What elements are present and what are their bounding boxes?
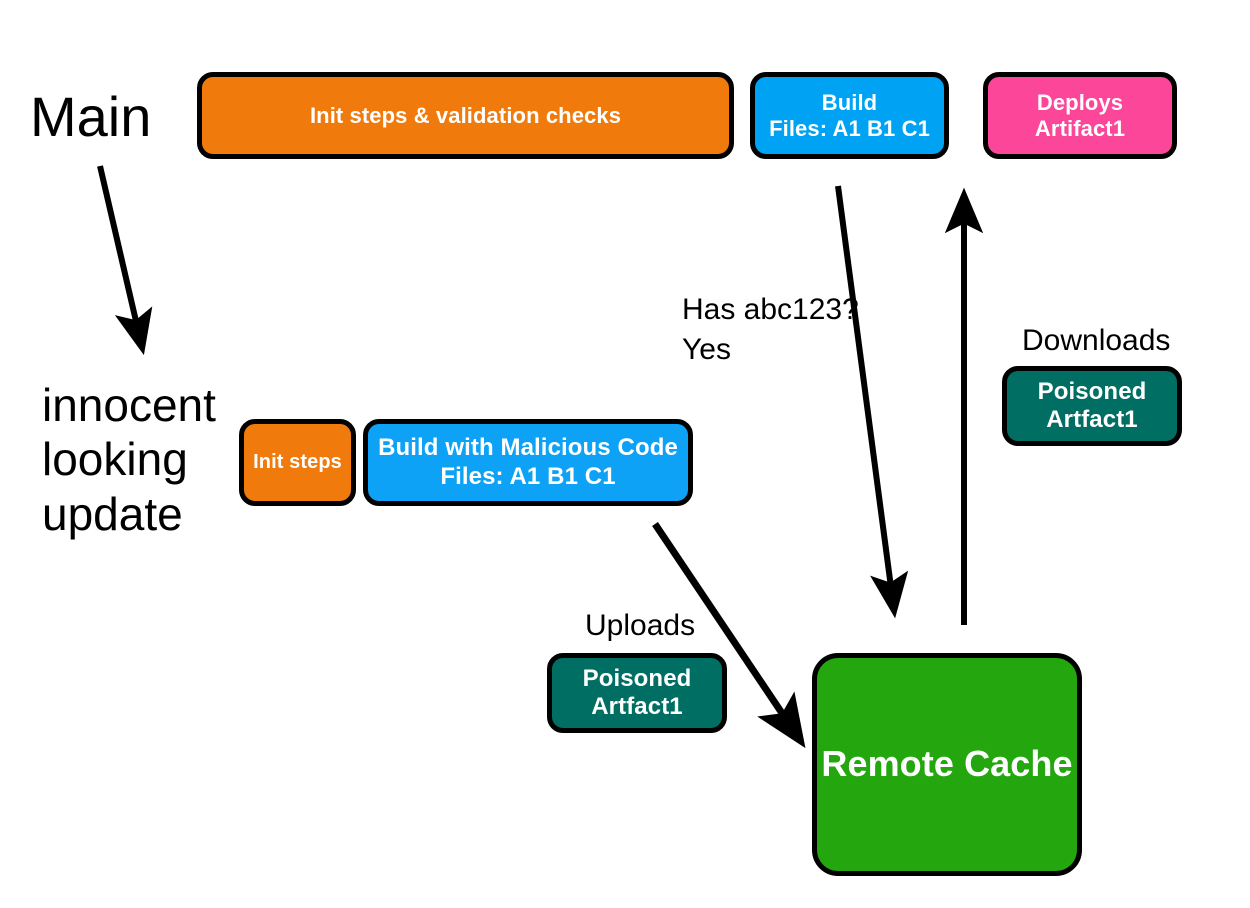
node-deploys-artifact1[interactable]: Deploys Artifact1 bbox=[983, 72, 1177, 159]
node-remote-cache[interactable]: Remote Cache bbox=[812, 653, 1082, 876]
branch-label-feature: innocent looking update bbox=[42, 379, 216, 540]
node-build-with-malicious-code[interactable]: Build with Malicious Code Files: A1 B1 C… bbox=[363, 419, 693, 506]
arrow-label-downloads: Downloads bbox=[1022, 324, 1171, 357]
node-poisoned-artifact-download[interactable]: Poisoned Artfact1 bbox=[1002, 366, 1182, 446]
node-init-steps-validation-checks[interactable]: Init steps & validation checks bbox=[197, 72, 734, 159]
branch-label-main: Main bbox=[30, 85, 152, 148]
node-build-main[interactable]: Build Files: A1 B1 C1 bbox=[750, 72, 949, 159]
node-poisoned-artifact-upload[interactable]: Poisoned Artfact1 bbox=[547, 653, 727, 733]
arrow-build-main-to-remote-cache bbox=[835, 185, 909, 619]
arrow-label-cache-query: Has abc123? Yes bbox=[682, 293, 859, 366]
arrow-label-uploads: Uploads bbox=[585, 609, 696, 642]
node-init-steps[interactable]: Init steps bbox=[239, 419, 356, 506]
arrow-main-to-feature-branch bbox=[97, 165, 153, 356]
